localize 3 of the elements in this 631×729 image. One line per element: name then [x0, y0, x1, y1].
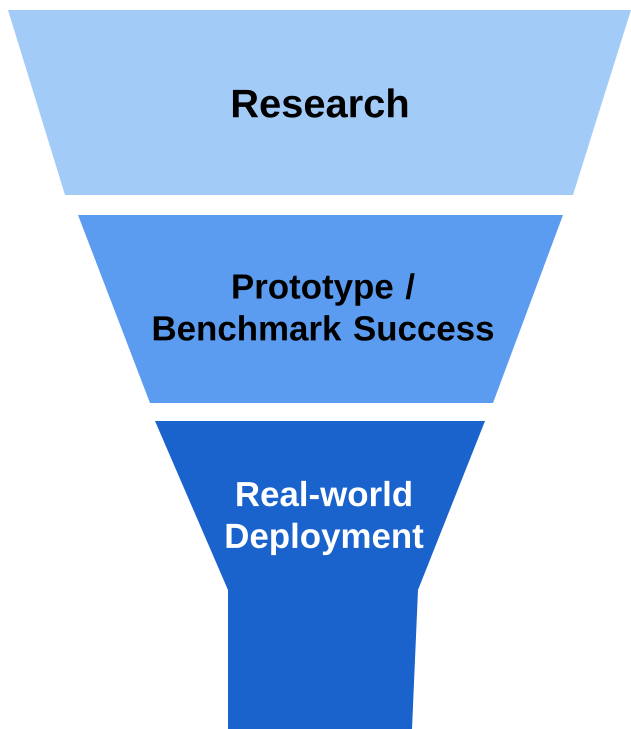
funnel-band: Prototype / Benchmark Success: [78, 215, 563, 403]
funnel-band: Real-world Deployment: [155, 421, 485, 729]
funnel-band: Research: [8, 10, 631, 195]
